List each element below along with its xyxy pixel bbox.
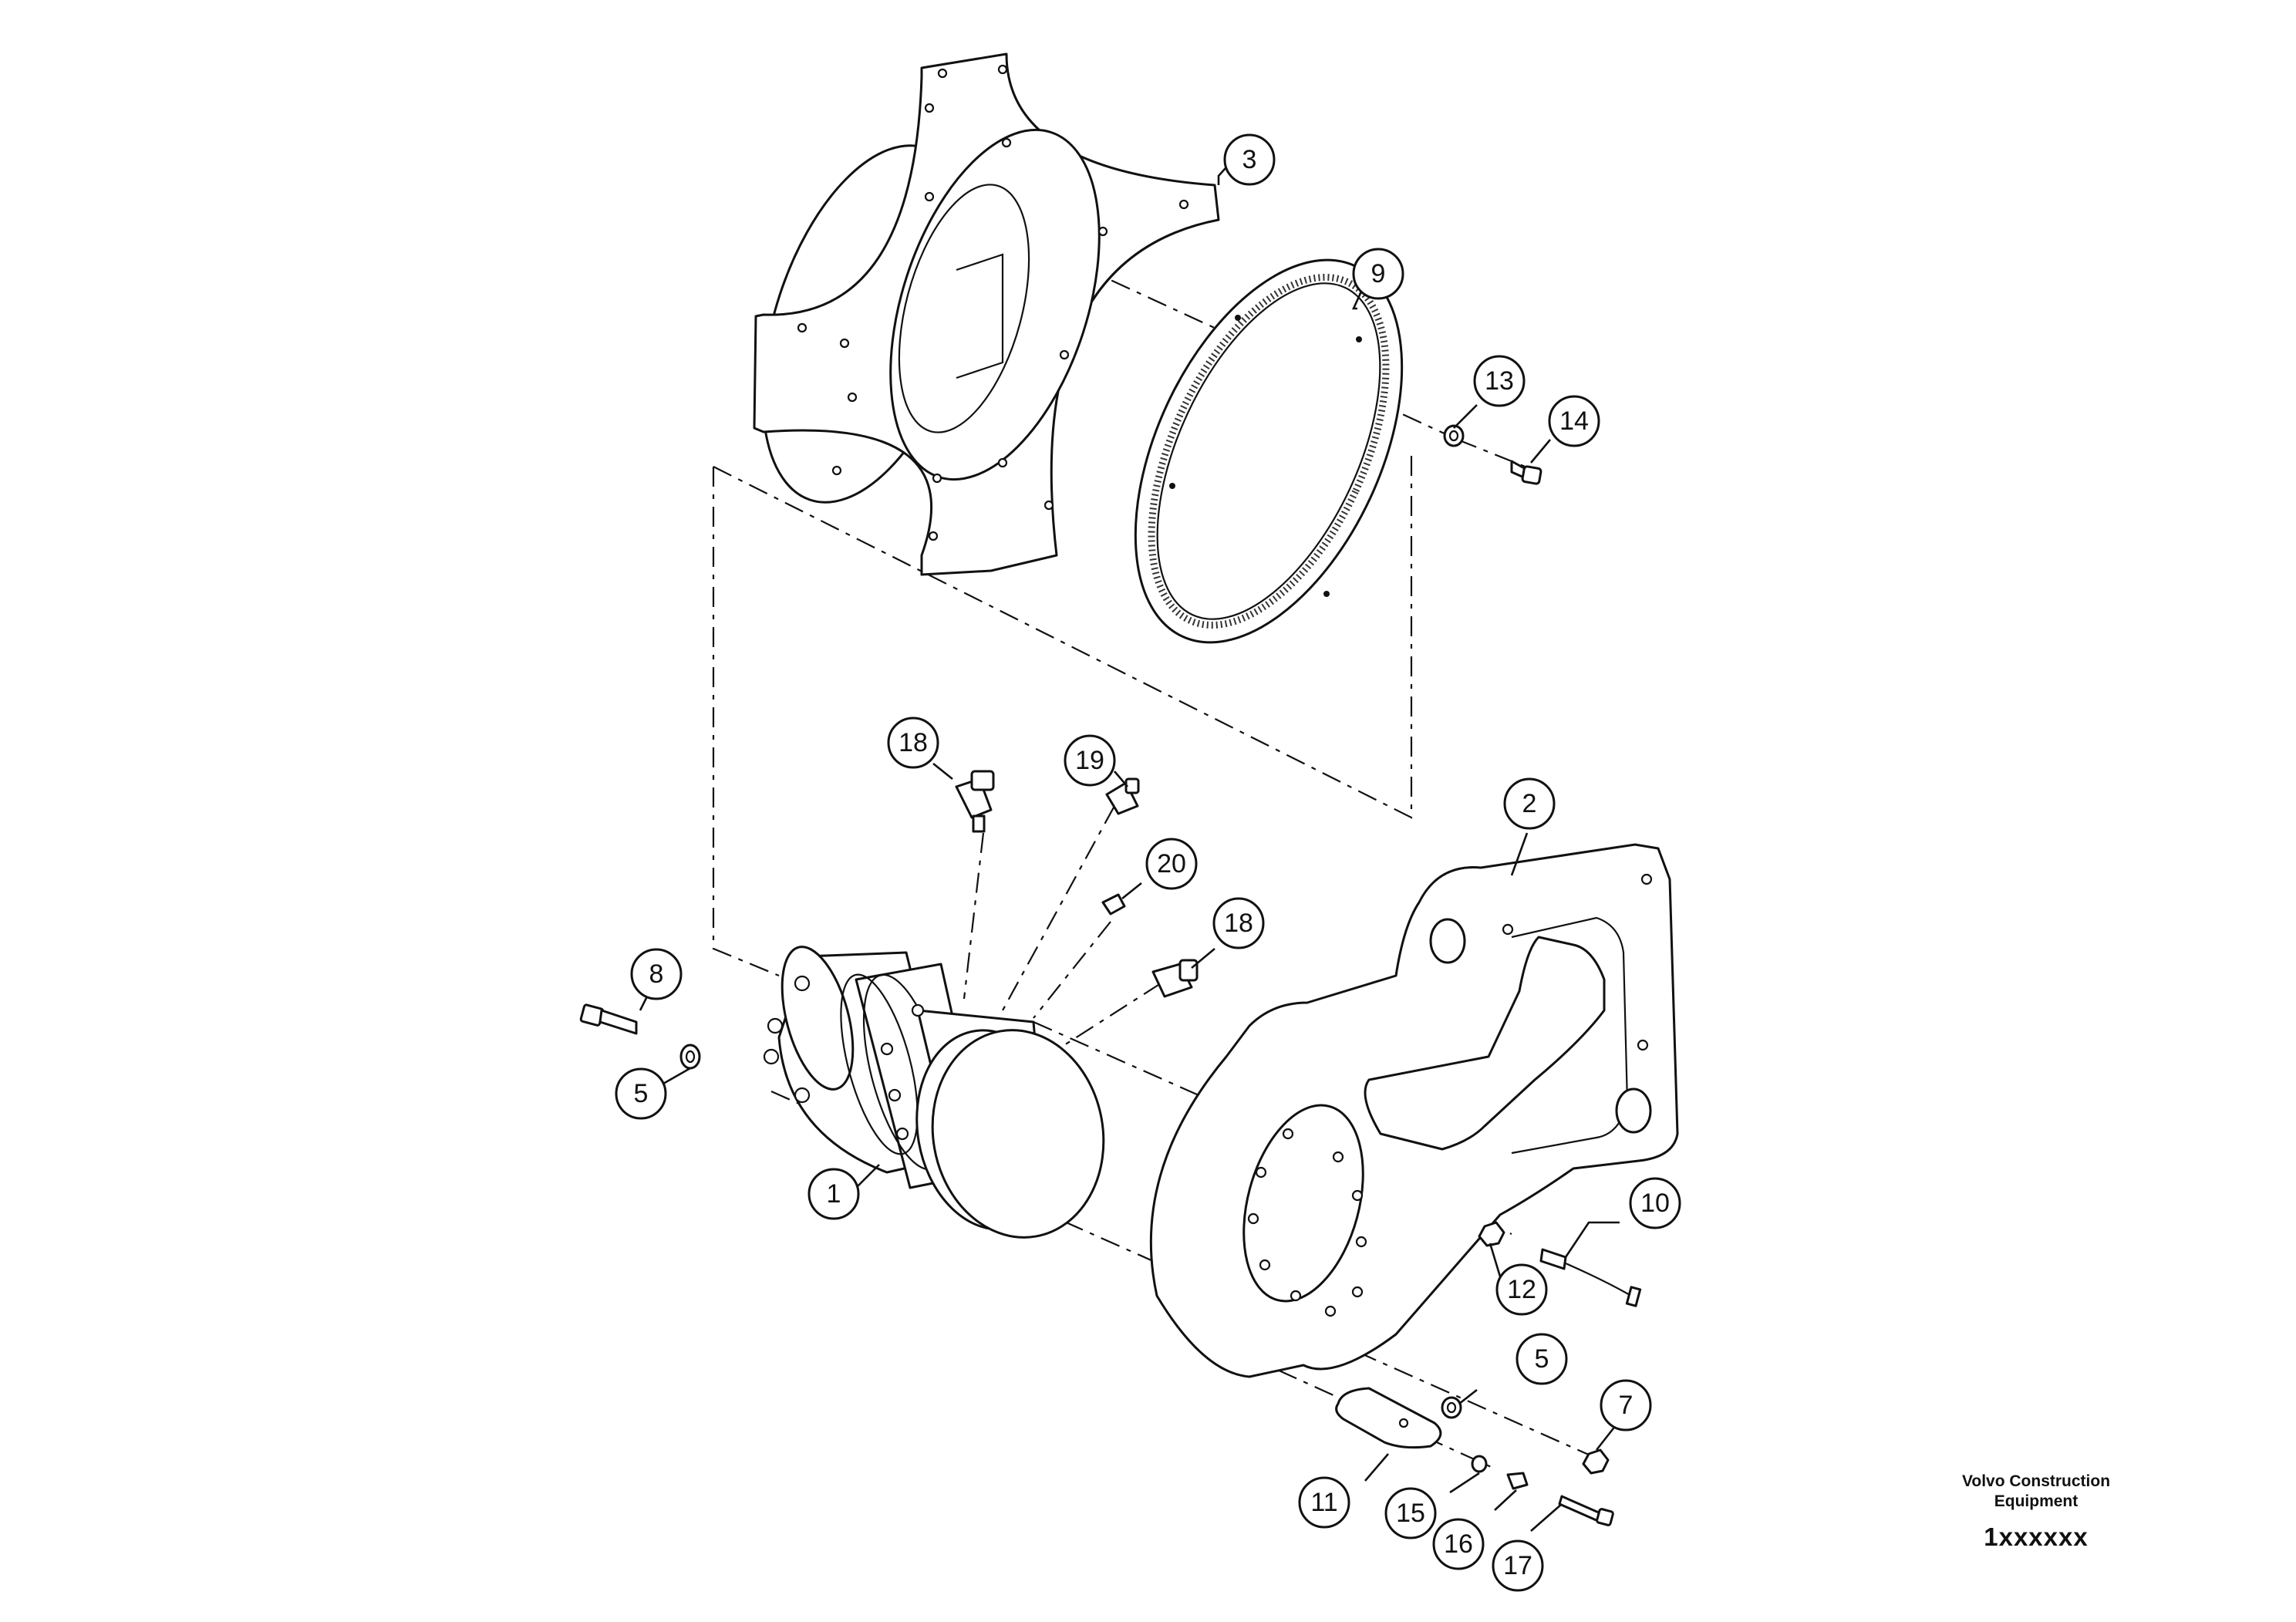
elbow-fitting-18-top: [955, 770, 995, 833]
svg-text:11: 11: [1310, 1488, 1337, 1517]
bracket-bolt-holes: [1247, 1128, 1367, 1317]
svg-text:18: 18: [899, 728, 928, 757]
callout-12: 12: [1495, 1263, 1548, 1316]
callout-1: 1: [807, 1168, 860, 1220]
bolt-14: [1510, 460, 1542, 485]
elbow-fitting-19: [1105, 777, 1140, 815]
svg-text:5: 5: [634, 1079, 649, 1108]
callout-16: 16: [1432, 1518, 1485, 1570]
ring-gear: [1134, 258, 1404, 644]
svg-text:12: 12: [1507, 1275, 1536, 1304]
svg-text:8: 8: [649, 959, 664, 989]
plug-fitting-20: [1101, 893, 1126, 916]
drawing-number: 1xxxxxx: [1984, 1523, 2089, 1551]
washer-5-left: [679, 1044, 701, 1070]
svg-text:2: 2: [1522, 789, 1537, 818]
brand-line-1: Volvo Construction: [1961, 1472, 2111, 1490]
callout-17: 17: [1492, 1539, 1544, 1592]
callout-3: 3: [1223, 133, 1276, 186]
motor-bracket: [1149, 843, 1679, 1378]
callout-7: 7: [1600, 1379, 1652, 1431]
hydraulic-motor: [763, 946, 1105, 1239]
svg-text:17: 17: [1503, 1551, 1532, 1580]
svg-text:15: 15: [1396, 1499, 1425, 1528]
nut-7: [1582, 1448, 1610, 1475]
brand-name: Volvo Construction Equipment: [1944, 1472, 2129, 1512]
callout-10: 10: [1629, 1177, 1681, 1229]
callout-15: 15: [1384, 1487, 1437, 1539]
washer-13: [1443, 424, 1465, 447]
svg-text:14: 14: [1559, 406, 1589, 436]
callout-20: 20: [1145, 838, 1198, 890]
nut-12: [1478, 1221, 1505, 1247]
svg-text:1: 1: [827, 1179, 841, 1209]
brand-line-2: Equipment: [1994, 1492, 2079, 1510]
washer-15: [1471, 1455, 1488, 1473]
title-block: Volvo Construction Equipment 1xxxxxx: [1944, 1472, 2129, 1552]
callout-11: 11: [1298, 1476, 1350, 1529]
callout-14: 14: [1548, 395, 1600, 447]
svg-text:3: 3: [1242, 145, 1257, 174]
drum-flange: [753, 52, 1220, 576]
callout-2: 2: [1503, 777, 1556, 830]
svg-text:13: 13: [1485, 366, 1514, 396]
bolt-17: [1558, 1495, 1614, 1526]
svg-text:18: 18: [1224, 909, 1253, 938]
speed-sensor-10: [1539, 1248, 1642, 1307]
svg-text:20: 20: [1157, 849, 1186, 878]
callout-leaders: [639, 160, 1620, 1532]
callout-5-right: 5: [1515, 1333, 1568, 1385]
callout-9: 9: [1352, 248, 1404, 300]
svg-text:5: 5: [1535, 1344, 1549, 1374]
flange-bolt-holes: [797, 64, 1189, 541]
callout-19: 19: [1064, 734, 1116, 787]
callout-18-right: 18: [1212, 897, 1265, 949]
svg-text:16: 16: [1444, 1529, 1473, 1559]
callout-18-top: 18: [887, 717, 939, 769]
washer-5-right: [1441, 1396, 1462, 1419]
svg-text:19: 19: [1075, 746, 1104, 775]
spacer-16: [1506, 1472, 1529, 1490]
svg-text:7: 7: [1619, 1391, 1633, 1420]
svg-text:10: 10: [1640, 1189, 1670, 1218]
svg-text:9: 9: [1371, 259, 1386, 288]
sensor-fitting-18-right: [1151, 959, 1199, 998]
clamp-plate-11: [1335, 1387, 1442, 1449]
callout-5-left: 5: [615, 1067, 667, 1120]
callout-8: 8: [630, 948, 683, 1000]
callout-13: 13: [1473, 355, 1526, 407]
bolt-8: [579, 1003, 638, 1035]
